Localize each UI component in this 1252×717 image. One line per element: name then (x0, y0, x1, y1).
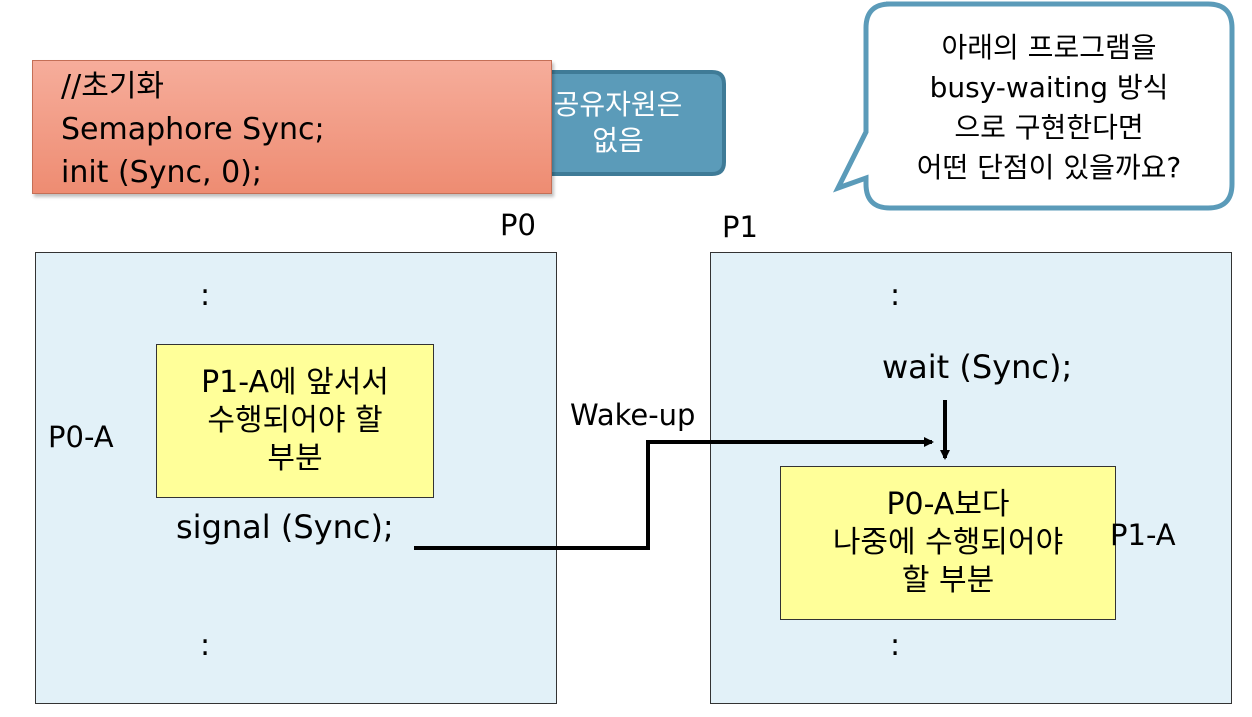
p0-dots-top: : (200, 278, 211, 313)
p0-title: P0 (500, 208, 536, 242)
p0-section-label: P0-A (48, 420, 114, 454)
wakeup-arrow (414, 437, 934, 550)
init-code-box: //초기화 Semaphore Sync; init (Sync, 0); (32, 60, 552, 194)
wait-call: wait (Sync); (882, 348, 1073, 386)
p0-critical-section: P1-A에 앞서서 수행되어야 할 부분 (156, 344, 434, 498)
p1-dots-bottom: : (890, 628, 901, 663)
question-line-2: busy-waiting 방식 (929, 71, 1169, 104)
question-line-1: 아래의 프로그램을 (941, 31, 1157, 64)
p0-dots-bottom: : (200, 628, 211, 663)
wakeup-label: Wake-up (570, 398, 696, 432)
signal-call: signal (Sync); (176, 508, 394, 546)
p0-critical-line-3: 부분 (267, 441, 323, 476)
question-note: 아래의 프로그램을 busy-waiting 방식 으로 구현한다면 어떤 단점… (868, 18, 1230, 198)
p0-critical-line-1: P1-A에 앞서서 (201, 365, 389, 400)
p0-process-box (35, 252, 557, 704)
semaphore-declaration: Semaphore Sync; (61, 112, 325, 147)
shared-note-line-2: 없음 (592, 124, 644, 157)
shared-note-line-1: 공유자원은 (553, 88, 683, 121)
question-line-3: 으로 구현한다면 (954, 111, 1144, 144)
question-bubble (832, 1, 1235, 211)
p1-critical-line-2: 나중에 수행되어야 (832, 525, 1064, 560)
question-line-4: 어떤 단점이 있을까요? (916, 151, 1182, 184)
p1-section-label: P1-A (1110, 518, 1176, 552)
p0-critical-line-2: 수행되어야 할 (207, 403, 383, 438)
semaphore-init: init (Sync, 0); (61, 155, 262, 190)
shared-note: 공유자원은 없음 (514, 74, 722, 172)
p1-critical-line-3: 할 부분 (901, 563, 995, 598)
p1-critical-line-1: P0-A보다 (886, 487, 1010, 522)
init-comment: //초기화 (61, 69, 165, 104)
p1-title: P1 (722, 210, 758, 244)
p1-dots-top: : (890, 278, 901, 313)
p1-critical-section: P0-A보다 나중에 수행되어야 할 부분 (780, 466, 1116, 620)
